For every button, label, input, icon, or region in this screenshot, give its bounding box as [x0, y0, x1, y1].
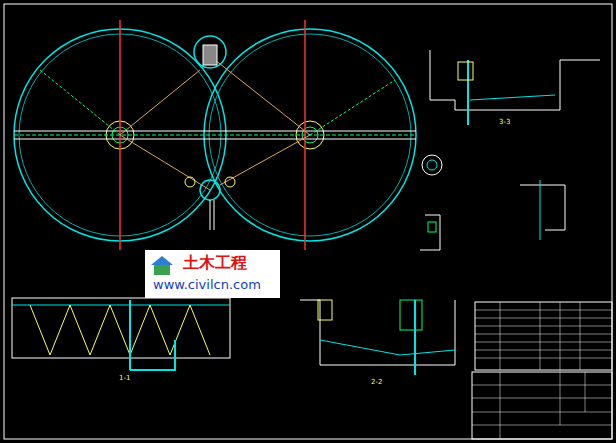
house-icon	[149, 253, 175, 277]
site-name: 土木工程	[183, 254, 247, 272]
watermark-box: 土木工程 www.civilcn.com	[145, 250, 280, 298]
site-url: www.civilcn.com	[153, 278, 261, 292]
section-label: 1-1	[118, 374, 131, 382]
section-label: 2-2	[370, 378, 383, 386]
section-label: 3-3	[498, 118, 511, 126]
